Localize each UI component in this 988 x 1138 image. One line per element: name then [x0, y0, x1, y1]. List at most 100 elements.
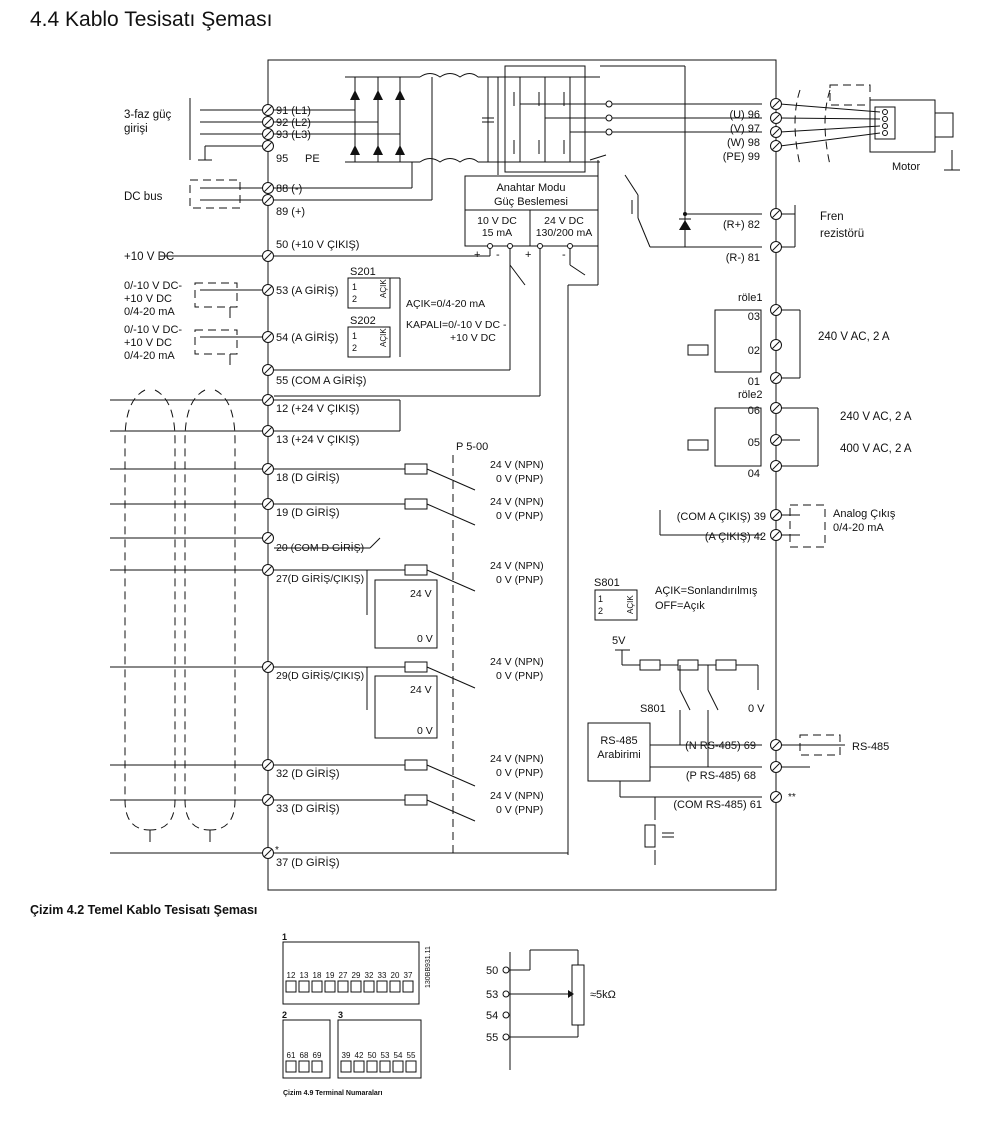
block1-label-4: 27 [339, 971, 348, 980]
brake-label-1: Fren [820, 211, 844, 223]
left-terminal-screw-2-slot [264, 130, 272, 138]
left-terminal-screw-17-slot [264, 761, 272, 769]
terminal-20-label: 20 (COM D GİRİŞ) [276, 541, 364, 554]
npn-32: 24 V (NPN) [490, 753, 544, 765]
terminal-29-label: 29(D GİRİŞ/ÇIKIŞ) [276, 669, 364, 682]
v10dc-label: +10 V DC [124, 251, 174, 263]
pnp-29: 0 V (PNP) [496, 670, 543, 682]
right-terminal-screw-4-slot [772, 210, 780, 218]
left-terminal-screw-1-slot [264, 118, 272, 126]
left-terminal-screw-14-slot [264, 534, 272, 542]
terminal-02-label: 02 [748, 345, 760, 357]
left-terminal-screw-12-slot [264, 465, 272, 473]
left-terminal-screw-0-slot [264, 106, 272, 114]
left-terminal-screw-5-slot [264, 196, 272, 204]
terminal-68-label: (P RS-485) 68 [686, 770, 756, 782]
pe-label: PE [305, 153, 320, 165]
s202-label: S202 [350, 315, 376, 327]
block3-label-box-0 [340, 1060, 352, 1073]
smps-plus-1: + [474, 249, 480, 261]
pnp-32: 0 V (PNP) [496, 767, 543, 779]
power-input-label-2: girişi [124, 123, 148, 135]
v24-27: 24 V [410, 588, 432, 600]
terminal-05-label: 05 [748, 437, 760, 449]
switch-note-3: +10 V DC [450, 332, 496, 344]
s201-label: S201 [350, 266, 376, 278]
terminal-98-label: (W) 98 [727, 137, 760, 149]
relay1-rating: 240 V AC, 2 A [818, 331, 890, 343]
terminal-19-label: 19 (D GİRİŞ) [276, 506, 340, 519]
pnp-19: 0 V (PNP) [496, 510, 543, 522]
block3-label-4: 54 [394, 1051, 403, 1060]
block2-label-box-0 [285, 1060, 297, 1073]
block1-label-box-6 [363, 980, 375, 993]
terminal-37-label: 37 (D GİRİŞ) [276, 856, 340, 869]
block1-label-3: 19 [326, 971, 335, 980]
right-terminal-screw-10-slot [772, 436, 780, 444]
s202-pos2: 2 [352, 343, 357, 353]
s801-label: S801 [594, 577, 620, 589]
terminal-89-label: 89 (+) [276, 206, 305, 218]
double-star: ** [788, 792, 796, 803]
s201-acik: AÇIK [379, 279, 388, 298]
ain53-label-1: 0/-10 V DC- [124, 280, 182, 292]
s801-pos2: 2 [598, 606, 603, 616]
s801-note-1: AÇIK=Sonlandırılmış [655, 585, 758, 597]
s801-acik: AÇIK [626, 595, 635, 614]
analog-out-label-1: Analog Çıkış [833, 508, 896, 520]
p500-label: P 5-00 [456, 441, 488, 453]
terminal-03-label: 03 [748, 311, 760, 323]
npn-19: 24 V (NPN) [490, 496, 544, 508]
block1-label-box-7 [376, 980, 388, 993]
left-terminal-screw-11-slot [264, 427, 272, 435]
terminal-32-label: 32 (D GİRİŞ) [276, 767, 340, 780]
terminal-92-label: 92 (L2) [276, 117, 311, 129]
right-terminal-screw-15-slot [772, 763, 780, 771]
rectifier-bridge [345, 76, 420, 163]
ain54-label-1: 0/-10 V DC- [124, 324, 182, 336]
rs485-box-label-1: RS-485 [600, 735, 637, 747]
pnp-33: 0 V (PNP) [496, 804, 543, 816]
right-terminal-screw-0-slot [772, 100, 780, 108]
pot-value: ≈5kΩ [590, 989, 616, 1001]
right-terminal-screws [770, 98, 782, 803]
potentiometer-diagram [502, 949, 585, 1070]
relay2-label: röle2 [738, 389, 762, 401]
pot-55-label: 55 [486, 1032, 498, 1044]
s201-pos2: 2 [352, 294, 357, 304]
s201-pos1: 1 [352, 282, 357, 292]
right-terminal-screw-14-slot [772, 741, 780, 749]
ain53-label-2: +10 V DC [124, 293, 172, 305]
digital-input-wiring [110, 389, 568, 855]
block1-label-box-8 [389, 980, 401, 993]
right-terminal-screw-16-slot [772, 793, 780, 801]
left-terminal-screw-16-slot [264, 663, 272, 671]
block1-label-6: 32 [365, 971, 374, 980]
block3-label-3: 53 [381, 1051, 390, 1060]
block1-label-1: 13 [300, 971, 309, 980]
block3-label-1: 42 [355, 1051, 364, 1060]
dc-bus-label: DC bus [124, 191, 163, 203]
smps-out1a: 10 V DC [477, 215, 517, 227]
pnp-27: 0 V (PNP) [496, 574, 543, 586]
right-terminal-screw-12-slot [772, 511, 780, 519]
figure-caption: Çizim 4.2 Temel Kablo Tesisatı Şeması [30, 903, 258, 917]
pot-54-label: 54 [486, 1010, 498, 1022]
terminal-50-label: 50 (+10 V ÇIKIŞ) [276, 239, 359, 251]
right-terminal-screw-6-slot [772, 306, 780, 314]
right-terminal-screw-3-slot [772, 142, 780, 150]
block2-label-0: 61 [287, 1051, 296, 1060]
block2-label-box-1 [298, 1060, 310, 1073]
right-terminal-screw-9-slot [772, 404, 780, 412]
terminal-53-label: 53 (A GİRİŞ) [276, 284, 338, 297]
switch-note-2: KAPALI=0/-10 V DC - [406, 319, 507, 331]
right-terminal-screw-2-slot [772, 128, 780, 136]
s801-pos1: 1 [598, 594, 603, 604]
v5-label: 5V [612, 635, 626, 647]
block1-label-box-9 [402, 980, 414, 993]
block3-label-2: 50 [368, 1051, 377, 1060]
block2-label-box-2 [311, 1060, 323, 1073]
